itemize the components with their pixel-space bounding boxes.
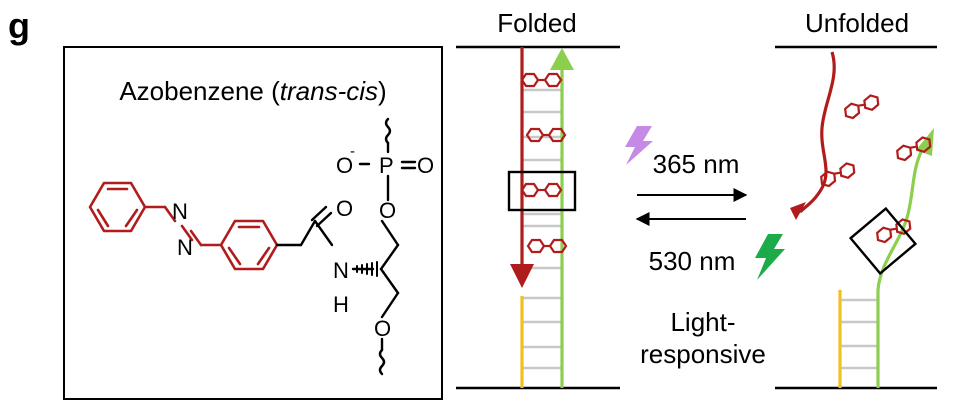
phenyl-ring-left [88,181,223,247]
phosphorus: P [379,153,394,178]
caption-line-1: Light- [670,307,735,337]
amide-o: O [336,196,353,221]
unfolded-azo-units [820,94,932,244]
unfolded-highlight-box [848,206,918,276]
molecule-title: Azobenzene (trans-cis) [119,76,386,106]
azobenzene-structure: N N [88,117,434,376]
folded-highlight-box [507,170,577,212]
ester-o: O [379,198,396,223]
minus-sign: - [350,143,355,160]
folded-label: Folded [497,8,577,38]
unfolded-rungs [840,298,878,370]
uv-lightning-icon [625,126,653,165]
hashed-wedge [356,261,378,277]
caption-line-2: responsive [640,339,766,369]
folded-rungs [522,88,562,370]
amide-backbone [275,117,417,376]
forward-wavelength: 365 nm [653,149,740,179]
visible-lightning-icon [755,234,785,280]
reverse-wavelength: 530 nm [649,246,736,276]
unfolded-red-strand [798,51,836,214]
unfolded-green-arrowhead [916,128,934,156]
panel-letter: g [8,5,30,46]
azo-n-lower: N [177,235,193,260]
folded-green-arrowhead [550,48,574,70]
molecule-frame [63,46,443,400]
folded-azo-units [520,72,568,254]
phosphate-o-double: O [417,153,434,178]
phenyl-ring-right [219,219,279,271]
unfolded-red-arrowhead [790,202,806,220]
folded-red-arrowhead [510,264,534,288]
unfolded-label: Unfolded [805,8,909,38]
phosphate-o-minus: O [336,153,353,178]
amide-h: H [333,292,349,317]
azo-n-upper: N [172,199,188,224]
bottom-o: O [374,316,391,341]
amide-n: N [333,258,349,283]
